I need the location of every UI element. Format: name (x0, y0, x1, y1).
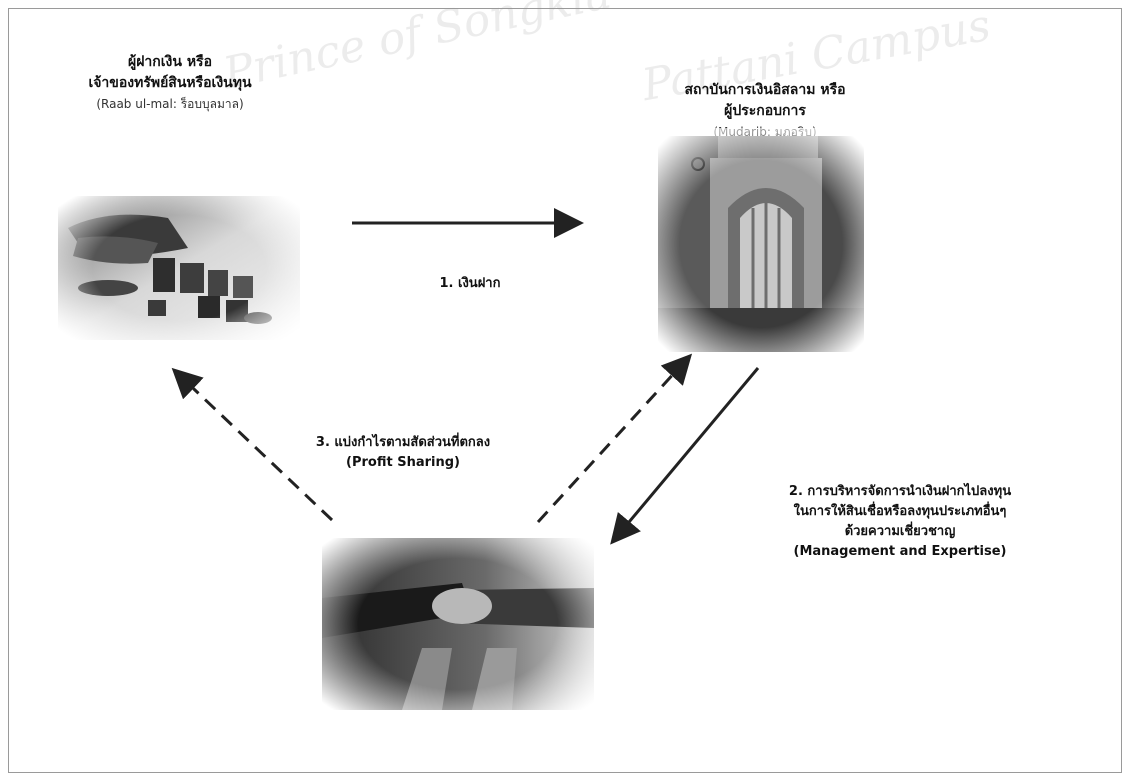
step3-label: 3. แบ่งกำไรตามสัดส่วนที่ตกลง (Profit Sha… (278, 433, 528, 473)
arrow-profit-to-institution (536, 353, 693, 524)
step3-line2: (Profit Sharing) (346, 455, 460, 470)
step3-line1: 3. แบ่งกำไรตามสัดส่วนที่ตกลง (315, 435, 491, 450)
depositor-title-line2: เจ้าของทรัพย์สินหรือเงินทุน (88, 75, 252, 91)
institution-title-line2: ผู้ประกอบการ (724, 103, 806, 119)
depositor-title-line1: ผู้ฝากเงิน หรือ (128, 54, 212, 70)
institution-title-line1: สถาบันการเงินอิสลาม หรือ (684, 82, 846, 98)
step1-label: 1. เงินฝาก (439, 276, 501, 291)
step2-line4: (Management and Expertise) (793, 544, 1007, 559)
arrow-profit-to-depositor (171, 367, 334, 522)
depositor-subtitle: (Raab ul-mal: ร็อบบุลมาล) (96, 97, 244, 111)
step2-label: 2. การบริหารจัดการนำเงินฝากไปลงทุน ในการ… (690, 482, 1110, 562)
arrow-management (610, 367, 760, 545)
handshake-photo (312, 528, 604, 720)
step2-line2: ในการให้สินเชื่อหรือลงทุนประเภทอื่นๆ (793, 504, 1007, 519)
coins-stacks-photo (48, 188, 310, 348)
step2-line1: 2. การบริหารจัดการนำเงินฝากไปลงทุน (788, 484, 1012, 499)
diagram-frame (8, 8, 1122, 773)
step2-line3: ด้วยความเชี่ยวชาญ (844, 524, 956, 539)
depositor-label: ผู้ฝากเงิน หรือ เจ้าของทรัพย์สินหรือเงิน… (20, 52, 320, 115)
bank-building-photo (648, 128, 874, 360)
